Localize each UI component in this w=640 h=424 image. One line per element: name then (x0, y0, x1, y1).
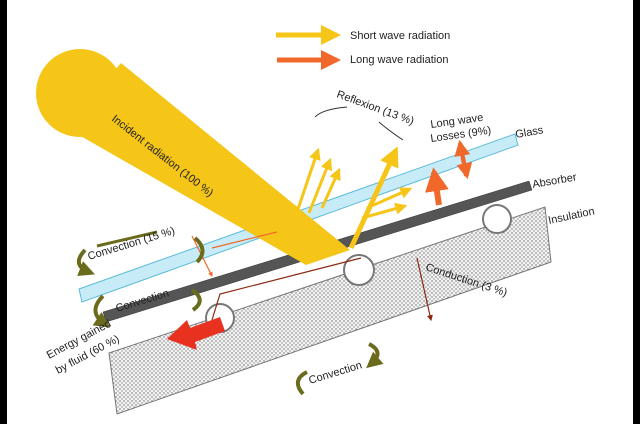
long-wave-legend-label: Long wave radiation (350, 54, 448, 66)
pipe-circle (482, 204, 512, 234)
diagram-canvas: Short wave radiation Long wave radiation… (7, 0, 633, 424)
reflexion-brace (314, 106, 404, 141)
convection-loop-mid (92, 288, 202, 328)
incident-radiation-beam (65, 63, 350, 265)
convection-bottom-label: Convection (307, 359, 363, 387)
solar-collector-diagram: Short wave radiation Long wave radiation… (36, 25, 596, 415)
convection-loop-top (77, 230, 205, 276)
insulation-label: Insulation (547, 205, 596, 227)
insulation-layer (108, 206, 552, 415)
legend: Short wave radiation Long wave radiation (276, 25, 450, 70)
short-wave-legend-label: Short wave radiation (350, 30, 450, 42)
long-wave-loss-arrows (425, 139, 473, 206)
convection-loop-bottom (295, 342, 384, 396)
reflexion-label: Reflexion (13 %) (335, 89, 416, 128)
fluid-energy-arrow (167, 317, 225, 350)
glass-label: Glass (514, 124, 544, 141)
pipe-circle (343, 254, 375, 286)
reflection-arrows (294, 146, 413, 250)
absorber-label: Absorber (531, 171, 577, 191)
